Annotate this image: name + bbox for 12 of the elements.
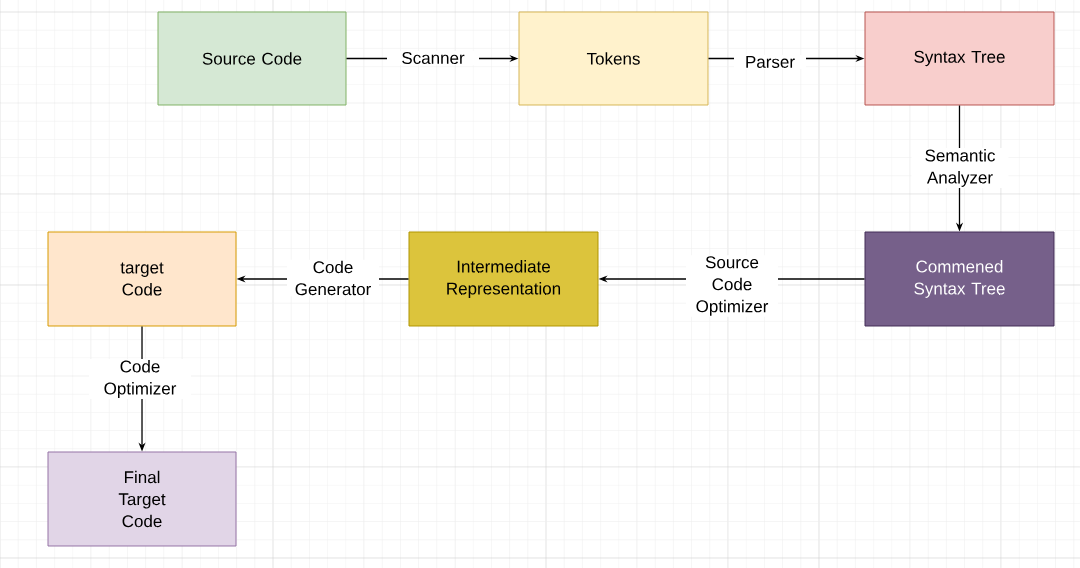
process-box: Commened Syntax Tree — [864, 231, 1055, 327]
edge-label: Semantic Analyzer — [911, 148, 1009, 188]
edge-label: Parser — [734, 55, 806, 69]
edge-label: Source Code Optimizer — [686, 255, 778, 317]
edge-label: Code Optimizer — [89, 359, 191, 399]
edge-label: Code Generator — [287, 259, 379, 297]
process-box: target Code — [47, 231, 237, 327]
process-box: Source Code — [157, 11, 347, 106]
process-box: Tokens — [518, 11, 709, 106]
process-box: Final Target Code — [47, 451, 237, 547]
process-box: Syntax Tree — [864, 11, 1055, 106]
process-box: Intermediate Representation — [408, 231, 599, 327]
